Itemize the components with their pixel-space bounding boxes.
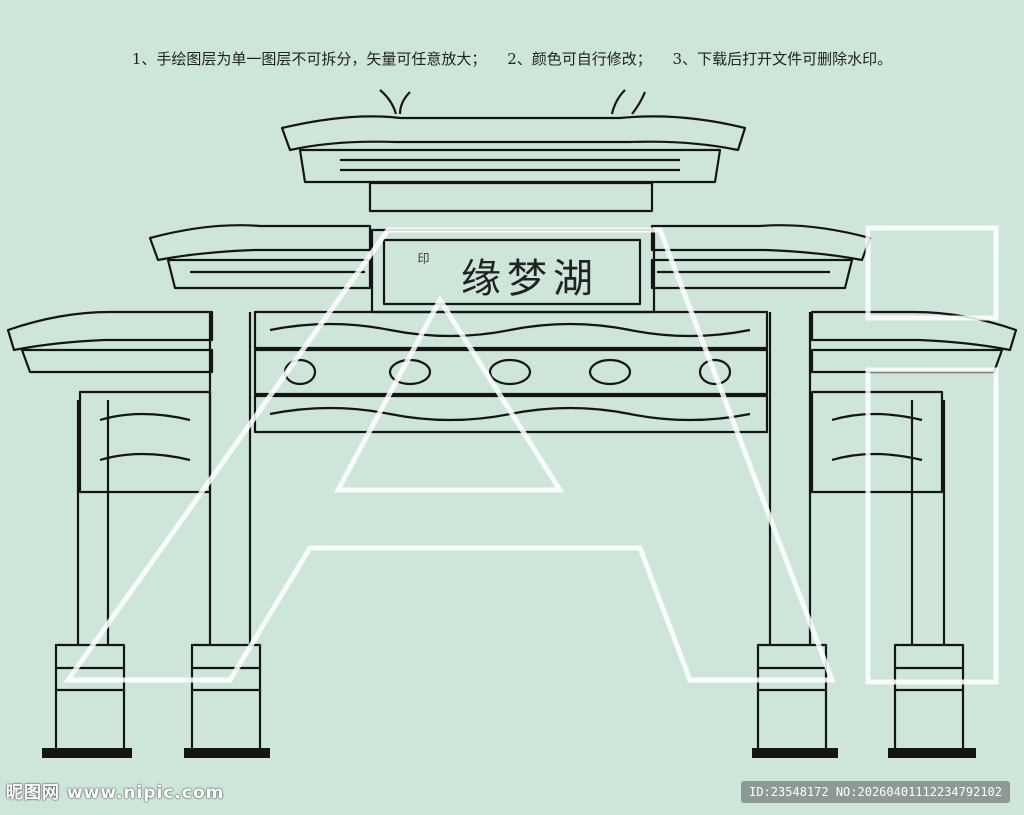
instruction-3: 3、下载后打开文件可删除水印。 <box>672 50 893 68</box>
plaque-text: 缘梦湖 <box>461 256 599 302</box>
instructions-text: 1、手绘图层为单一图层不可拆分，矢量可任意放大； 2、颜色可自行修改； 3、下载… <box>0 48 1024 69</box>
instruction-2: 2、颜色可自行修改； <box>507 50 652 68</box>
instruction-1: 1、手绘图层为单一图层不可拆分，矢量可任意放大； <box>131 50 487 68</box>
pillars <box>54 312 965 752</box>
right-mid-roof <box>650 224 872 290</box>
image-id-badge: ID:23548172 NO:20260401112234792102 <box>741 781 1010 803</box>
plaque-seal-text: 印 <box>416 252 430 264</box>
site-logo: 昵图网 www.nipic.com <box>6 783 225 803</box>
pillar-bases <box>42 748 976 758</box>
ai-watermark <box>63 225 999 685</box>
right-outer-roof <box>810 310 1018 374</box>
top-roof <box>280 89 747 213</box>
left-outer-roof <box>6 310 214 374</box>
left-mid-roof <box>148 224 372 290</box>
